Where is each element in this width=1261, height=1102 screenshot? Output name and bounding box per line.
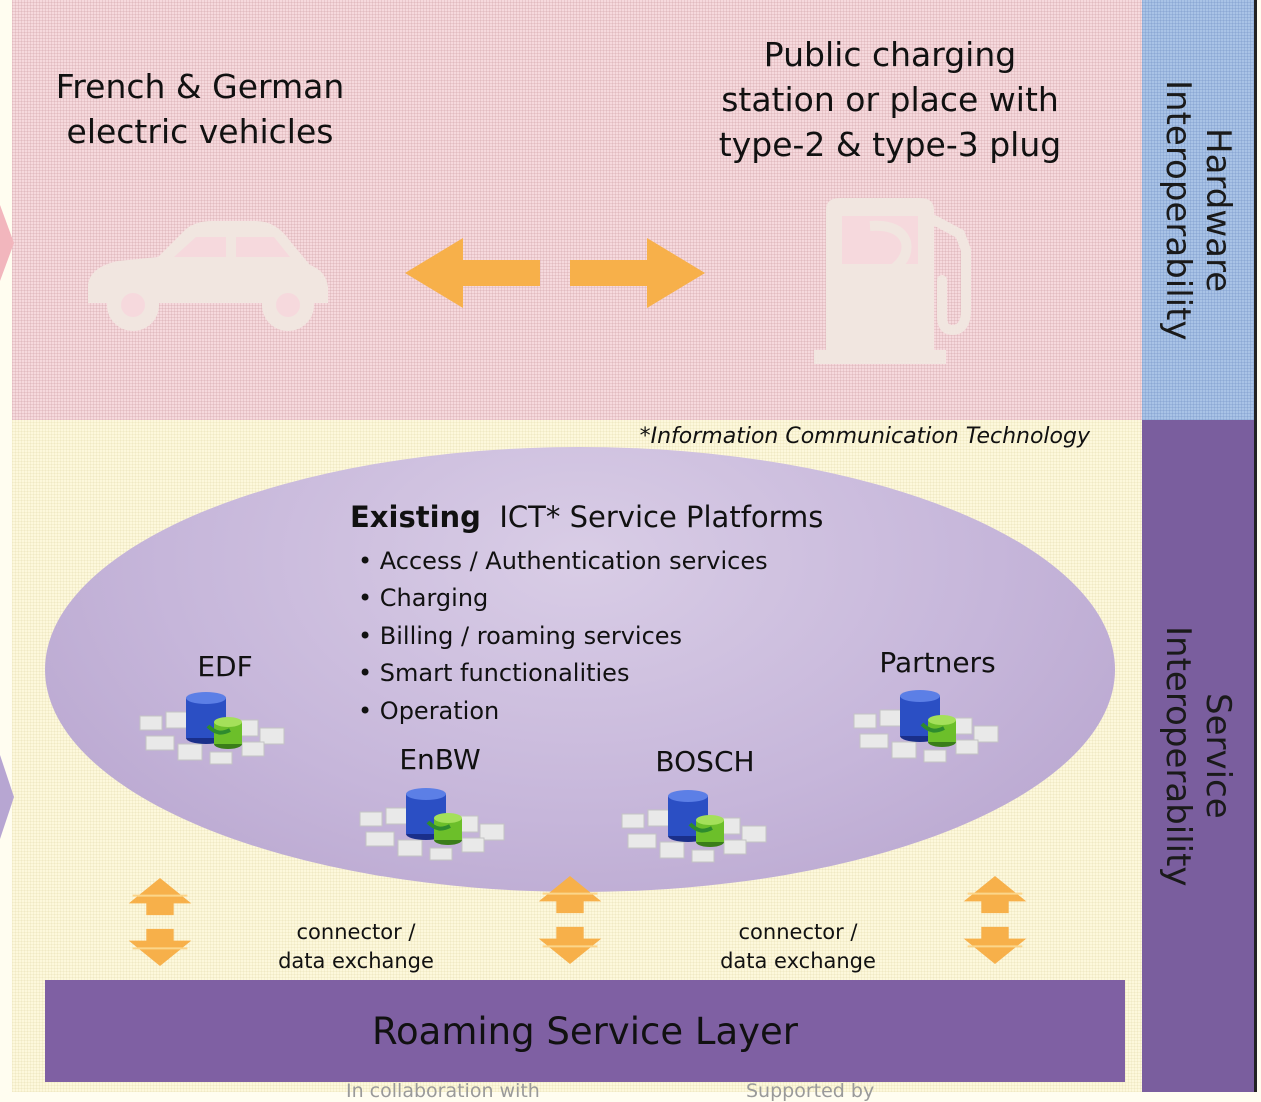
double-vertical-arrow-icon: [128, 878, 192, 966]
list-item: Operation: [358, 693, 768, 730]
bidirectional-arrow-icon: [405, 238, 705, 308]
database-server-icon: [138, 682, 288, 772]
node-label-edf: EDF: [197, 650, 253, 683]
node-label-bosch: BOSCH: [655, 745, 755, 778]
ict-footnote: *Information Communication Technology: [639, 424, 1090, 449]
service-side-label-band: [1142, 420, 1254, 1092]
left-pink-triangle: [0, 205, 14, 281]
hardware-interoperability-band: [12, 0, 1142, 420]
roaming-service-layer-label: Roaming Service Layer: [371, 1009, 799, 1053]
double-vertical-arrow-icon: [963, 876, 1027, 964]
list-item: Smart functionalities: [358, 655, 768, 692]
footer-supported: Supported by: [746, 1080, 875, 1102]
list-item: Billing / roaming services: [358, 618, 768, 655]
list-item: Charging: [358, 580, 768, 617]
connector-label-left: connector / data exchange: [278, 920, 434, 973]
vehicles-label: French & German electric vehicles: [55, 67, 345, 151]
database-server-icon: [620, 780, 770, 870]
left-purple-triangle: [0, 755, 14, 839]
car-icon: [88, 221, 328, 331]
node-label-partners: Partners: [879, 646, 996, 679]
service-list: Access / Authentication services Chargin…: [358, 543, 768, 730]
platforms-title: Existing ICT* Service Platforms: [350, 500, 824, 534]
database-server-icon: [358, 778, 508, 868]
footer-collaboration: In collaboration with: [346, 1080, 540, 1102]
hardware-side-label-band: [1142, 0, 1254, 420]
double-vertical-arrow-icon: [538, 876, 602, 964]
connector-label-right: connector / data exchange: [720, 920, 876, 973]
charging-station-label: Public charging station or place with ty…: [718, 35, 1062, 164]
list-item: Access / Authentication services: [358, 543, 768, 580]
fuel-pump-icon: [814, 198, 971, 364]
roaming-service-layer: Roaming Service Layer: [45, 980, 1125, 1082]
right-border: [1254, 0, 1257, 1092]
database-server-icon: [852, 680, 1002, 770]
node-label-enbw: EnBW: [399, 743, 481, 776]
